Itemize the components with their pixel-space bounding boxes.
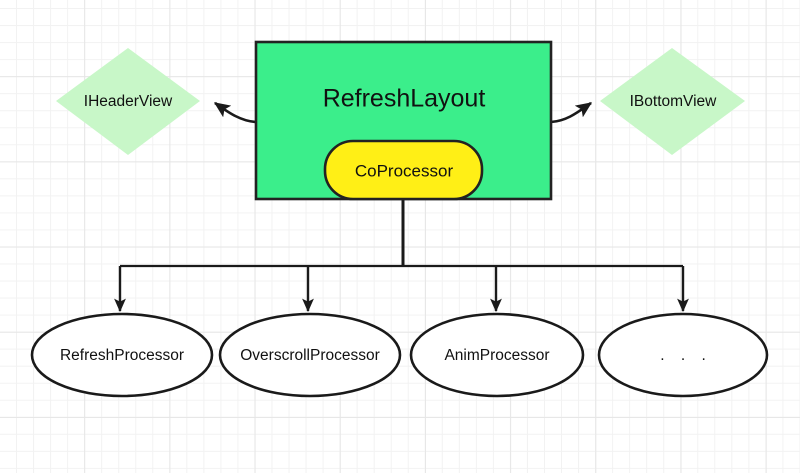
processor-label-4: . . . [660, 347, 712, 364]
edge-refreshlayout-to-ibottomview [550, 101, 593, 124]
processor-node-overscrollprocessor[interactable]: OverscrollProcessor [218, 312, 402, 398]
interface-label-left: IHeaderView [84, 93, 173, 110]
interface-node-ibottomview[interactable]: IBottomView [600, 48, 745, 155]
interface-label-right: IBottomView [630, 93, 718, 110]
diamond-shape-right [600, 48, 745, 155]
processor-label-1: RefreshProcessor [60, 347, 184, 364]
diamond-shape-left [56, 48, 200, 155]
interface-node-iheaderview[interactable]: IHeaderView [56, 48, 200, 155]
ellipse-shape [218, 312, 402, 398]
processor-node-more[interactable]: . . . [597, 312, 769, 398]
processor-node-refreshprocessor[interactable]: RefreshProcessor [30, 312, 214, 398]
edge-tree-to-processors [114, 199, 689, 313]
ellipse-shape [30, 312, 214, 398]
ellipse-shape [409, 312, 585, 398]
processor-label-2: OverscrollProcessor [240, 347, 380, 364]
processor-node-animprocessor[interactable]: AnimProcessor [409, 312, 585, 398]
ellipse-shape [597, 312, 769, 398]
main-node-label: RefreshLayout [323, 85, 486, 113]
edge-refreshlayout-to-iheaderview [213, 101, 257, 124]
coprocessor-label: CoProcessor [355, 161, 454, 180]
coprocessor-rect [323, 139, 484, 201]
processor-label-3: AnimProcessor [444, 347, 549, 364]
inner-node-coprocessor[interactable]: CoProcessor [323, 139, 484, 201]
